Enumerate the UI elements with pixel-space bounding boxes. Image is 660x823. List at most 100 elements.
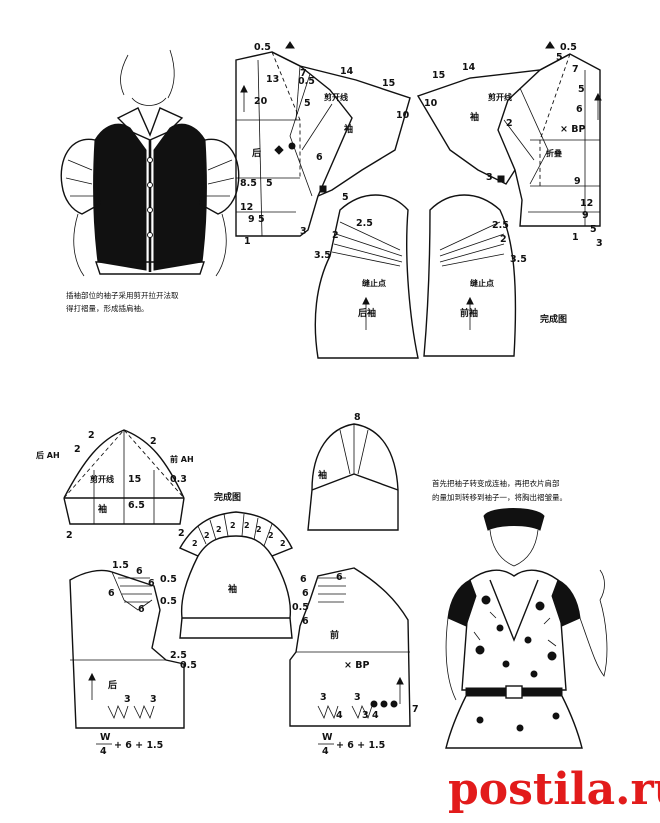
bsd-n2: 2 <box>74 444 81 455</box>
bfb-label-bp: × BP <box>344 660 370 671</box>
top-finished-label: 完成图 <box>540 313 567 325</box>
bsd-cut: 剪开线 <box>90 474 114 484</box>
tfb-n7: 6 <box>576 104 583 115</box>
tfb-n15: 3 <box>486 172 493 183</box>
tfb-n16: 1 <box>572 232 579 243</box>
bbb-label-back: 后 <box>108 679 117 691</box>
bfb-n1: 6 <box>300 574 307 585</box>
bbb-n3: 6 <box>148 578 155 589</box>
bfs-n5: 2 <box>244 521 250 530</box>
bbb-n4: 0.5 <box>160 574 177 585</box>
bsd-n5: 0.3 <box>170 474 187 485</box>
bfs-n3: 2 <box>216 525 222 534</box>
top-left-caption-2: 得打褶量，形成插肩袖。 <box>66 303 149 313</box>
tbb-label-back: 后 <box>252 147 261 159</box>
tbb-n5: 10 <box>396 110 410 121</box>
bfb-formula-rest: + 6 + 1.5 <box>336 740 385 751</box>
tfb-label-bp: × BP <box>560 124 586 135</box>
top-back-sleeve <box>314 194 419 359</box>
bsd-n8: 2 <box>178 528 185 539</box>
bottom-right-caption-1: 首先把袖子转变成连袖，再把衣片肩部 <box>432 478 560 488</box>
bbb-n2: 6 <box>136 566 143 577</box>
watermark-text: postila.ru <box>448 764 660 815</box>
bbb-formula-num: W <box>100 732 111 743</box>
tfb-label-sleeve: 袖 <box>469 111 479 123</box>
tfb-n10: 9 <box>582 210 589 221</box>
bbb-n10: 3 <box>124 694 131 705</box>
tbb-n10: 6 <box>316 152 323 163</box>
bsd-front-ah: 前 AH <box>170 454 194 464</box>
top-left-illustration <box>60 49 240 277</box>
bbb-n6: 6 <box>138 604 145 615</box>
bsd-sleeve: 袖 <box>97 503 107 515</box>
tfb-n4: 7 <box>572 64 579 75</box>
tbb-n13: 12 <box>240 202 253 213</box>
bottom-finished-sleeve <box>179 511 293 639</box>
tbb-n16: 1 <box>244 236 251 247</box>
tfb-n14: 2 <box>506 118 513 129</box>
tfb-label-fold: 折叠 <box>546 148 562 158</box>
tfs-n1: 2.5 <box>492 220 509 231</box>
bfb-n5: 6 <box>336 572 343 583</box>
bsd-n6: 6.5 <box>128 500 145 511</box>
tbs-n1: 2.5 <box>356 218 373 229</box>
tbb-n9: 5 <box>304 98 311 109</box>
tfb-n9: 12 <box>580 198 593 209</box>
bfb-formula-num: W <box>322 732 333 743</box>
tbb-n12: 5 <box>266 178 273 189</box>
bfb-n10: 3 <box>362 710 369 721</box>
tbs-label: 后袖 <box>358 307 376 319</box>
bfs-sleeve: 袖 <box>227 583 237 595</box>
tfs-label: 前袖 <box>460 307 478 319</box>
bfs-n8: 2 <box>280 539 286 548</box>
bbb-n5: 6 <box>108 588 115 599</box>
bbb-n1: 1.5 <box>112 560 129 571</box>
bbb-n7: 0.5 <box>160 596 177 607</box>
top-left-caption-1: 插袖部位的袖子采用剪开拉开法取 <box>66 290 179 300</box>
bsd-n1: 2 <box>88 430 95 441</box>
bfs-n2: 2 <box>204 531 210 540</box>
bfb-n9: 4 <box>336 710 343 721</box>
tbb-n8: 7 <box>300 68 307 79</box>
bsd-n4: 15 <box>128 474 141 485</box>
bfs-n6: 2 <box>256 525 262 534</box>
bottom-front-bodice <box>289 567 411 727</box>
tbb-n17: 3 <box>300 226 307 237</box>
bfb-n7: 3 <box>320 692 327 703</box>
bfb-n3: 0.5 <box>292 602 309 613</box>
top-back-bodice-pattern <box>235 41 411 237</box>
tfs-n3: 3.5 <box>510 254 527 265</box>
bfb-n6: 7 <box>412 704 419 715</box>
bbb-formula-rest: + 6 + 1.5 <box>114 740 163 751</box>
tbs-stop: 缝止点 <box>362 278 386 288</box>
tfb-n3: 5 <box>556 52 563 63</box>
tfb-n13: 0.5 <box>560 42 577 53</box>
bss-sleeve: 袖 <box>317 469 327 481</box>
bfs-n1: 2 <box>192 539 198 548</box>
bottom-right-illustration <box>445 508 608 749</box>
bbb-n11: 3 <box>150 694 157 705</box>
tfb-n12: 3 <box>596 238 603 249</box>
tbb-n2: 13 <box>266 74 279 85</box>
watermark-logo: postila.ru <box>448 764 660 815</box>
bbb-n9: 0.5 <box>180 660 197 671</box>
bfb-n8: 3 <box>354 692 361 703</box>
tfb-n6: 5 <box>578 84 585 95</box>
tbb-n18: 5 <box>342 192 349 203</box>
bottom-sleeve-shape <box>307 423 399 531</box>
dress-print <box>473 595 557 678</box>
tfb-n1: 15 <box>432 70 445 81</box>
tfb-n2: 14 <box>462 62 476 73</box>
bfb-label-front: 前 <box>330 629 339 641</box>
tbb-n14: 9 <box>248 214 255 225</box>
bsd-n7: 2 <box>66 530 73 541</box>
bfs-finished: 完成图 <box>214 491 241 503</box>
tbb-n11: 8.5 <box>240 178 257 189</box>
bfs-n4: 2 <box>230 521 236 530</box>
tbs-n2: 2 <box>332 230 339 241</box>
bbb-formula-den: 4 <box>100 746 107 757</box>
buttons <box>147 157 153 238</box>
bsd-back-ah: 后 AH <box>36 450 60 460</box>
bottom-back-bodice <box>69 569 185 729</box>
